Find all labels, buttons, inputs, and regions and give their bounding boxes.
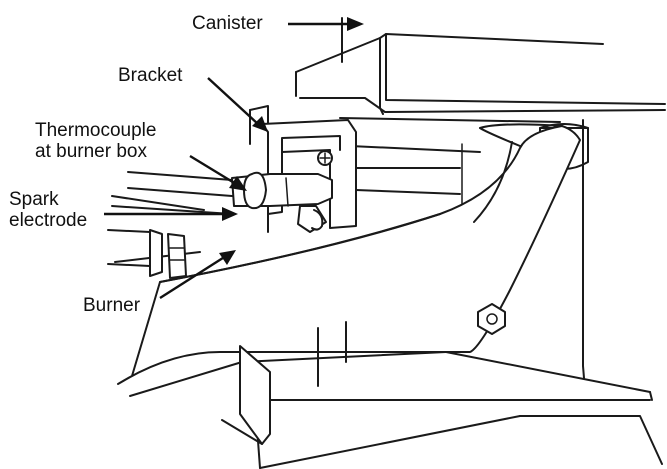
arrowhead	[219, 250, 236, 265]
bracket-label: Bracket	[118, 65, 183, 86]
burner-label: Burner	[83, 295, 141, 316]
thermocouple-label-line-1: Thermocouple	[35, 120, 157, 141]
bracket-assembly	[231, 119, 357, 233]
canister-shape	[295, 17, 666, 115]
thermocouple-label-line-2: at burner box	[35, 141, 147, 162]
thermocouple-arrow	[189, 154, 237, 186]
gas-fitting	[107, 229, 187, 279]
burner-arrow	[159, 254, 227, 300]
arrowhead	[347, 17, 364, 31]
bracket-arrow	[207, 77, 259, 125]
thermocouple-label: Thermocouple at burner box	[35, 120, 156, 162]
wires	[111, 171, 233, 215]
arrowhead	[229, 176, 247, 191]
arrowhead	[252, 116, 268, 132]
arrowhead	[222, 207, 238, 221]
front-flap	[221, 345, 271, 445]
base-tray	[129, 321, 663, 469]
right-panel	[582, 119, 585, 379]
burner-nut	[477, 303, 506, 335]
spark-label-line-2: electrode	[9, 210, 88, 231]
spark-label-line-1: Spark	[9, 189, 59, 210]
leader-arrows	[104, 17, 364, 300]
canister-label: Canister	[192, 13, 263, 34]
spark-electrode-label: Spark electrode	[9, 189, 87, 231]
